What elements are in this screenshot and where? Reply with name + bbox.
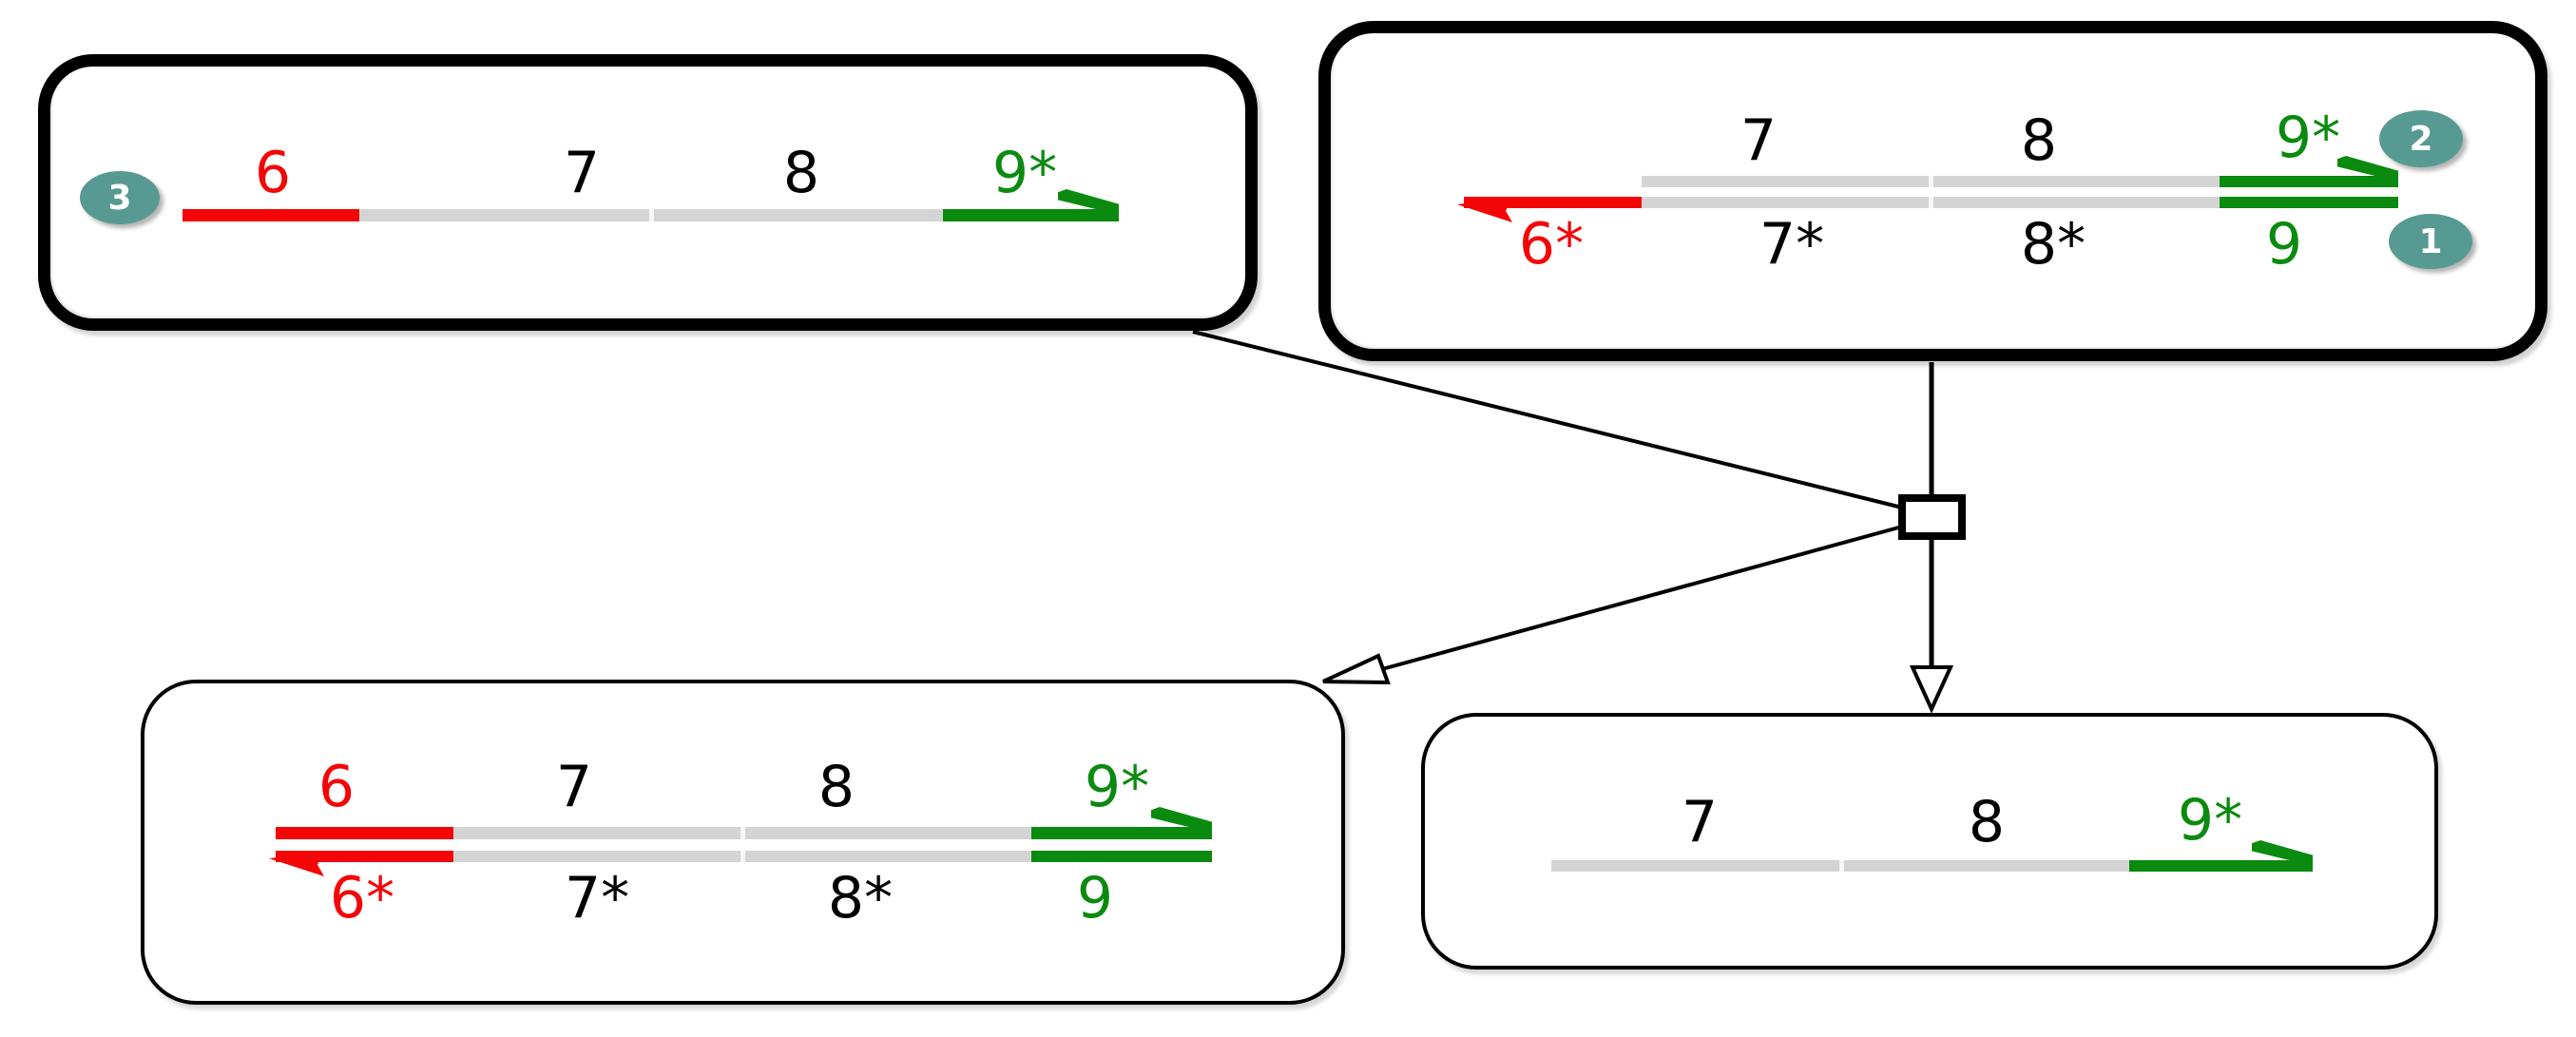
junction-square bbox=[1898, 494, 1966, 540]
segment-separator bbox=[1929, 197, 1933, 208]
segment-label-8: 8 bbox=[1968, 789, 2006, 855]
segment-label-9star: 9* bbox=[1084, 754, 1150, 820]
open-arrowhead-left-icon bbox=[1322, 653, 1391, 685]
segment-label-9star: 9* bbox=[2177, 787, 2243, 854]
segment-label-8: 8 bbox=[817, 754, 855, 820]
step-badge-3: 3 bbox=[80, 171, 160, 224]
segment-label-8star: 8* bbox=[2020, 211, 2086, 278]
bottom-right-box bbox=[1421, 713, 2438, 970]
segment-label-7: 7 bbox=[1740, 107, 1778, 174]
top-right-box bbox=[1318, 21, 2547, 361]
segment-label-7: 7 bbox=[563, 140, 601, 206]
segment-label-8: 8 bbox=[782, 140, 820, 206]
strand-segment-9-green bbox=[1031, 851, 1212, 862]
segment-label-8star: 8* bbox=[827, 865, 894, 931]
segment-label-9star: 9* bbox=[2275, 105, 2341, 171]
strand-segment-6-red bbox=[276, 827, 453, 839]
step-badge-1: 1 bbox=[2389, 214, 2472, 269]
step-badge-3-number: 3 bbox=[107, 178, 132, 218]
segment-separator bbox=[649, 209, 654, 221]
strand-segment-9star-green bbox=[1031, 827, 1212, 839]
strand-segment-9-green bbox=[2220, 197, 2398, 208]
segment-label-7: 7 bbox=[555, 754, 593, 820]
segment-separator bbox=[1839, 860, 1844, 872]
strand-segment-6-red bbox=[183, 209, 359, 221]
segment-label-7star: 7* bbox=[1759, 211, 1825, 278]
open-arrowhead-down-icon bbox=[1909, 665, 1954, 714]
strand-segment-9star-green bbox=[943, 209, 1119, 221]
strand-segment-9star-green bbox=[2129, 860, 2313, 872]
segment-label-7star: 7* bbox=[564, 865, 630, 931]
segment-label-9: 9 bbox=[1076, 865, 1114, 931]
bottom-left-box bbox=[141, 680, 1345, 1005]
strand-segment-9star-green bbox=[2220, 176, 2398, 187]
segment-label-9: 9 bbox=[2265, 211, 2303, 278]
step-badge-2-number: 2 bbox=[2409, 119, 2433, 159]
step-badge-1-number: 1 bbox=[2418, 221, 2443, 261]
segment-separator bbox=[740, 827, 745, 839]
segment-label-8: 8 bbox=[2020, 107, 2058, 174]
edge-junction-to-bottomleft bbox=[1381, 525, 1903, 671]
segment-separator bbox=[1929, 176, 1933, 187]
segment-label-7: 7 bbox=[1681, 789, 1719, 855]
segment-label-6: 6 bbox=[317, 754, 356, 820]
segment-separator bbox=[740, 851, 745, 862]
top-left-box bbox=[38, 54, 1258, 331]
segment-label-6star: 6* bbox=[1518, 211, 1585, 278]
segment-label-9star: 9* bbox=[991, 140, 1058, 206]
step-badge-2: 2 bbox=[2379, 110, 2463, 167]
segment-label-6star: 6* bbox=[329, 865, 395, 931]
segment-label-6: 6 bbox=[254, 140, 292, 206]
